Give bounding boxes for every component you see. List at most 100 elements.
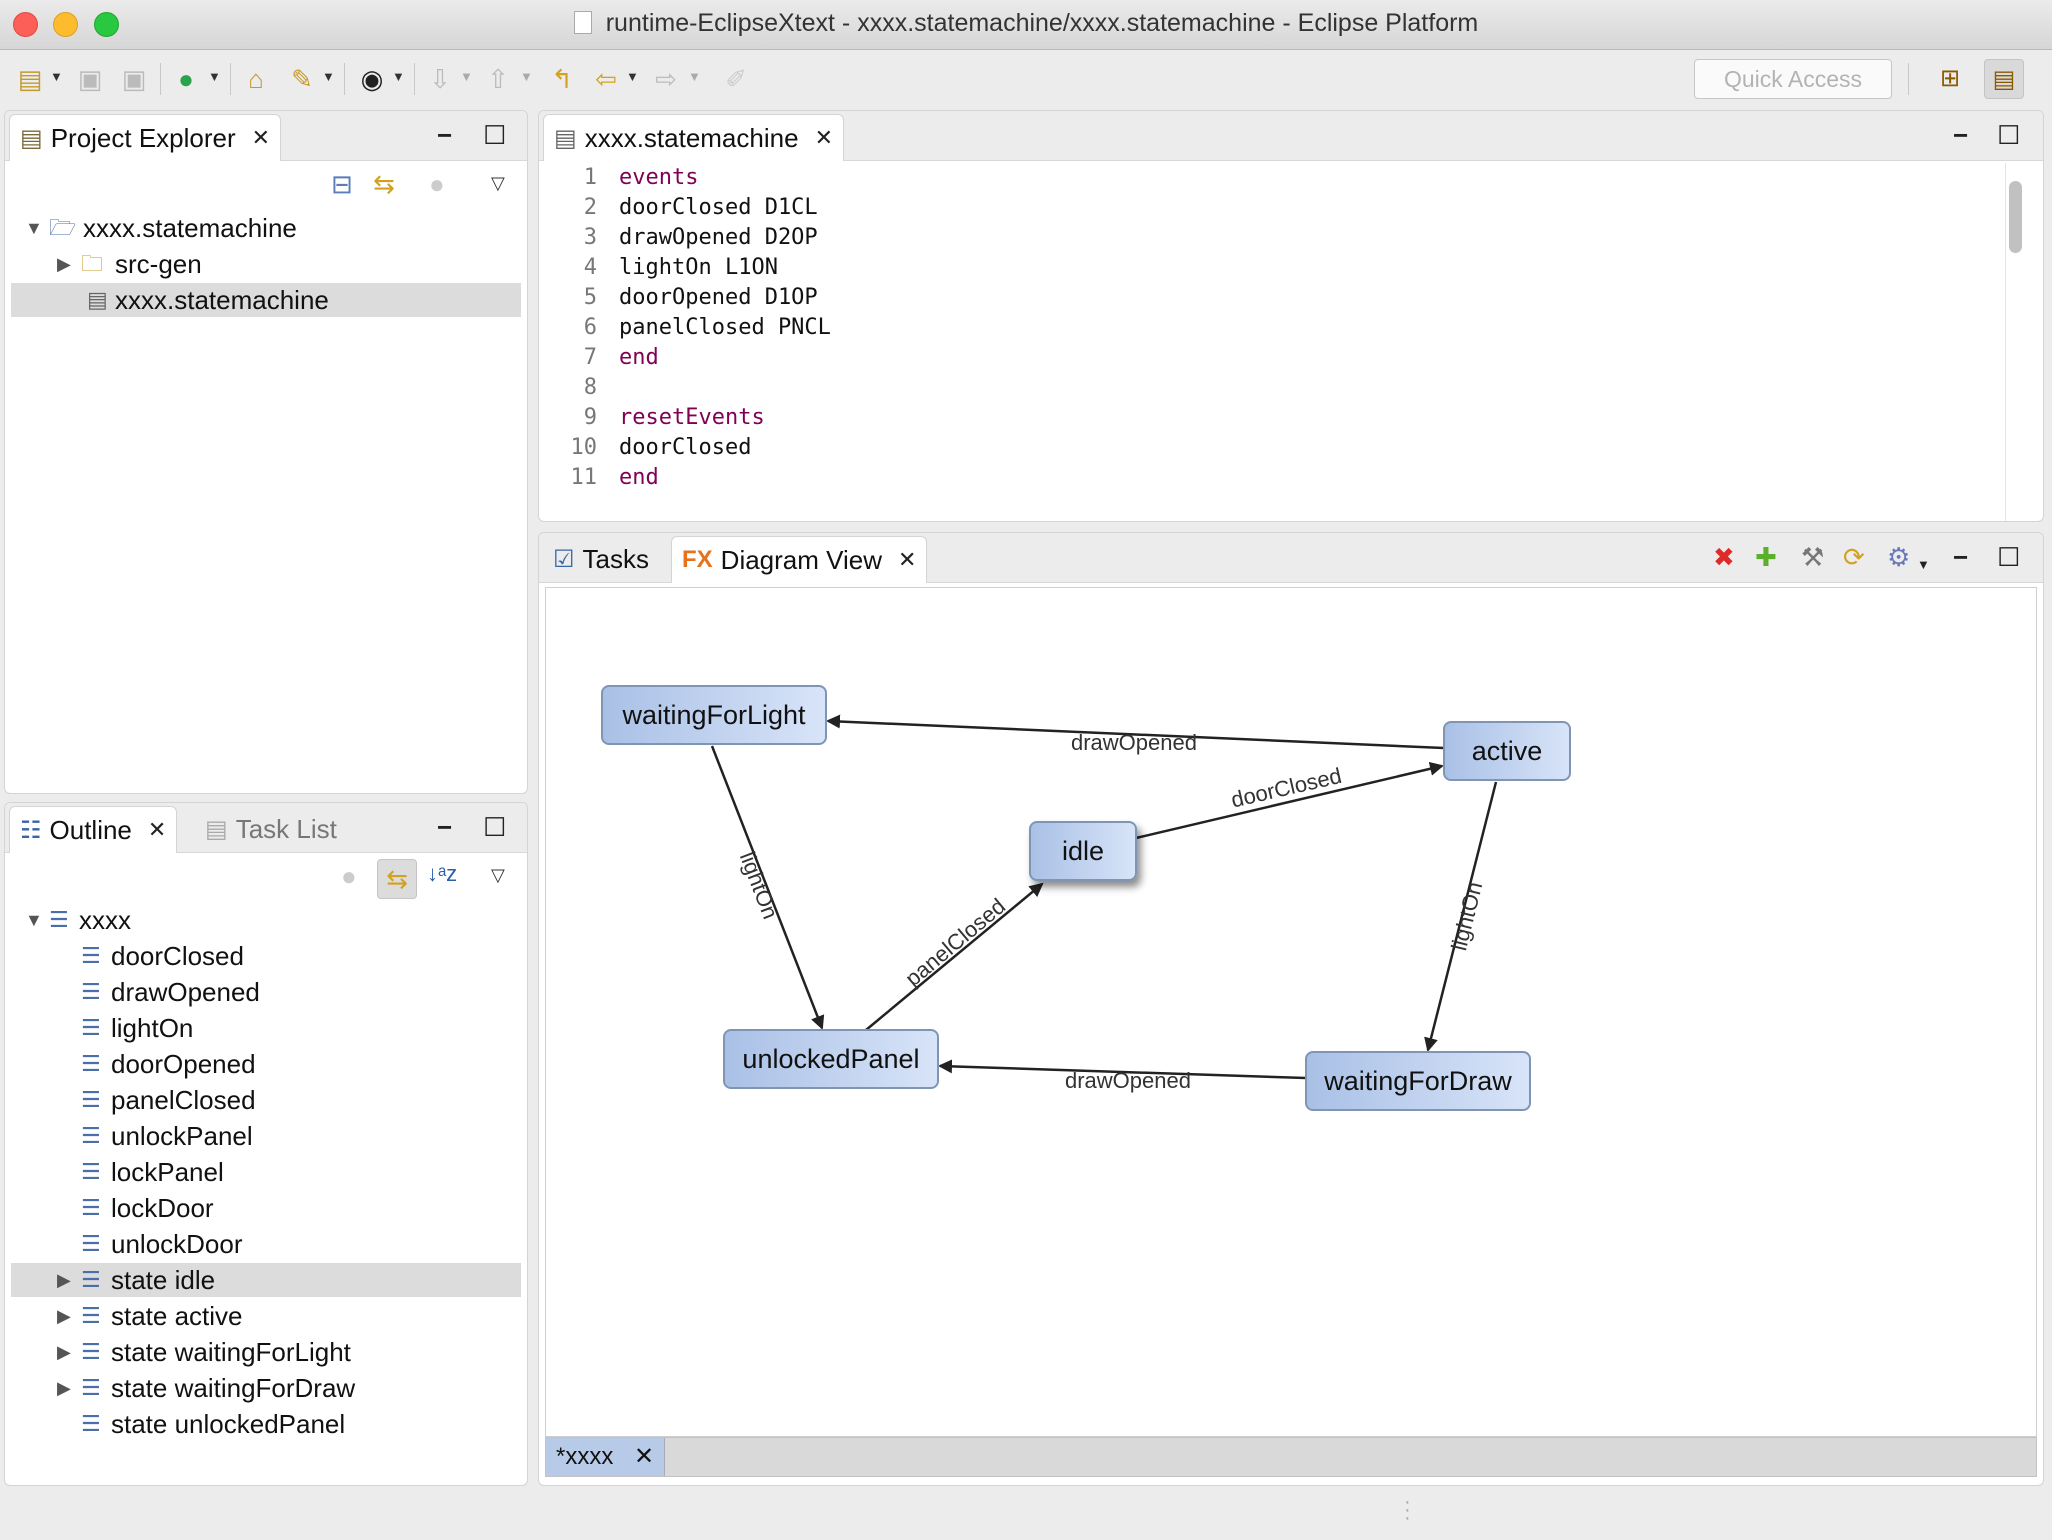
open-perspective-icon[interactable]: ⊞ (1939, 65, 1961, 92)
minimize-icon[interactable]: − (1953, 120, 1969, 150)
focus-on-task-icon[interactable]: ● (341, 861, 357, 891)
outline-item[interactable]: ☰state unlockedPanel (11, 1407, 521, 1441)
save-icon[interactable]: ▣ (77, 64, 103, 94)
state-node-box[interactable] (1443, 721, 1571, 781)
link-with-editor-icon[interactable]: ⇆ (377, 859, 417, 899)
scrollbar-thumb[interactable] (2009, 181, 2022, 253)
collapsed-twisty-icon[interactable]: ▶ (57, 1378, 71, 1398)
back-icon[interactable]: ⇦ (595, 64, 617, 94)
add-icon[interactable]: ✚ (1755, 542, 1777, 572)
state-node-box[interactable] (1029, 821, 1137, 881)
window-minimize-button[interactable] (53, 12, 78, 37)
tree-item-folder[interactable]: ▶ 🗀 src-gen (57, 249, 202, 279)
transition-edge[interactable] (1424, 781, 1498, 1052)
transition-edge[interactable] (826, 714, 1445, 750)
collapsed-twisty-icon[interactable]: ▶ (57, 1342, 71, 1362)
outline-item[interactable]: ☰lightOn (11, 1011, 521, 1045)
previous-annotation-icon[interactable]: ⇧ (487, 64, 509, 94)
link-with-editor-icon[interactable]: ⇆ (373, 169, 395, 199)
build-icon[interactable]: ✎ (291, 64, 313, 94)
tab-project-explorer[interactable]: ▤ Project Explorer ✕ (9, 114, 282, 161)
outline-item[interactable]: ☰lockPanel (11, 1155, 521, 1189)
expanded-twisty-icon[interactable]: ▼ (25, 218, 43, 238)
state-node[interactable]: waitingForLight (601, 685, 827, 745)
state-node-box[interactable] (723, 1029, 939, 1089)
remove-icon[interactable]: ✖ (1713, 542, 1735, 572)
last-edit-icon[interactable]: ↰ (551, 64, 573, 94)
outline-item[interactable]: ▶☰state waitingForLight (11, 1335, 521, 1369)
close-icon[interactable]: ✕ (147, 817, 167, 842)
transition-edge[interactable] (1135, 761, 1444, 840)
state-node[interactable]: active (1443, 721, 1571, 781)
outline-item[interactable]: ▶☰state idle (11, 1263, 521, 1297)
transition-edge[interactable] (710, 745, 825, 1030)
collapsed-twisty-icon[interactable]: ▶ (57, 1270, 71, 1290)
tab-diagram-view[interactable]: FX Diagram View ✕ (671, 536, 928, 583)
window-close-button[interactable] (13, 12, 38, 37)
state-node[interactable]: idle (1029, 821, 1137, 881)
forward-dropdown-icon[interactable]: ▼ (688, 69, 701, 84)
forward-icon[interactable]: ⇨ (655, 64, 677, 94)
tab-tasks[interactable]: ☑ Tasks (553, 544, 649, 574)
previous-annotation-dropdown-icon[interactable]: ▼ (520, 69, 533, 84)
run-dropdown-icon[interactable]: ▼ (208, 69, 221, 84)
outline-item[interactable]: ☰panelClosed (11, 1083, 521, 1117)
new-wizard-icon[interactable]: ▤ (17, 64, 43, 94)
maximize-icon[interactable]: ☐ (483, 120, 507, 150)
outline-item[interactable]: ☰doorClosed (11, 939, 521, 973)
close-icon[interactable]: ✕ (898, 547, 917, 572)
collapsed-twisty-icon[interactable]: ▶ (57, 1306, 71, 1326)
tab-editor-file[interactable]: ▤ xxxx.statemachine ✕ (543, 114, 844, 161)
wrench-icon[interactable]: ⚒ (1801, 542, 1825, 572)
focus-on-task-icon[interactable]: ● (429, 169, 445, 199)
collapse-all-icon[interactable]: ⊟ (331, 169, 353, 199)
maximize-icon[interactable]: ☐ (1997, 120, 2021, 150)
window-zoom-button[interactable] (94, 12, 119, 37)
close-icon[interactable]: ✕ (814, 125, 833, 150)
pin-icon[interactable]: ✐ (725, 64, 747, 94)
sort-alphabetically-icon[interactable]: ↓ᵃz (427, 861, 458, 886)
maximize-icon[interactable]: ☐ (483, 812, 507, 842)
resource-perspective-icon[interactable]: ▤ (1984, 59, 2024, 99)
state-node[interactable]: waitingForDraw (1305, 1051, 1531, 1111)
state-node-box[interactable] (1305, 1051, 1531, 1111)
tree-item-file[interactable]: ▤ xxxx.statemachine (11, 283, 521, 317)
account-dropdown-icon[interactable]: ▼ (392, 69, 405, 84)
back-dropdown-icon[interactable]: ▼ (626, 69, 639, 84)
maximize-icon[interactable]: ☐ (1997, 542, 2021, 572)
refresh-icon[interactable]: ⟳ (1843, 542, 1865, 572)
collapsed-twisty-icon[interactable]: ▶ (57, 254, 71, 274)
account-icon[interactable]: ◉ (360, 64, 384, 94)
next-annotation-dropdown-icon[interactable]: ▼ (460, 69, 473, 84)
minimize-icon[interactable]: − (437, 120, 453, 150)
transition-edge[interactable] (865, 882, 1044, 1031)
outline-item[interactable]: ▶☰state waitingForDraw (11, 1371, 521, 1405)
next-annotation-icon[interactable]: ⇩ (429, 64, 451, 94)
layout-dropdown-icon[interactable]: ▼ (1917, 557, 1930, 572)
close-icon[interactable]: ✕ (634, 1443, 655, 1470)
status-bar-grip[interactable]: ··· (1404, 1491, 1411, 1529)
run-icon[interactable]: ● (178, 64, 194, 94)
outline-item[interactable]: ▶☰state active (11, 1299, 521, 1333)
outline-item[interactable]: ▼☰xxxx (11, 903, 521, 937)
new-wizard-dropdown-icon[interactable]: ▼ (50, 69, 63, 84)
transition-edge[interactable] (938, 1059, 1307, 1080)
open-task-icon[interactable]: ⌂ (248, 64, 264, 94)
outline-item[interactable]: ☰drawOpened (11, 975, 521, 1009)
tab-outline[interactable]: ☷ Outline ✕ (9, 806, 178, 853)
tab-diagram-xxxx[interactable]: *xxxx ✕ (546, 1438, 666, 1476)
minimize-icon[interactable]: − (437, 812, 453, 842)
minimize-icon[interactable]: − (1953, 542, 1969, 572)
code-line[interactable]: 8 (539, 373, 1983, 403)
